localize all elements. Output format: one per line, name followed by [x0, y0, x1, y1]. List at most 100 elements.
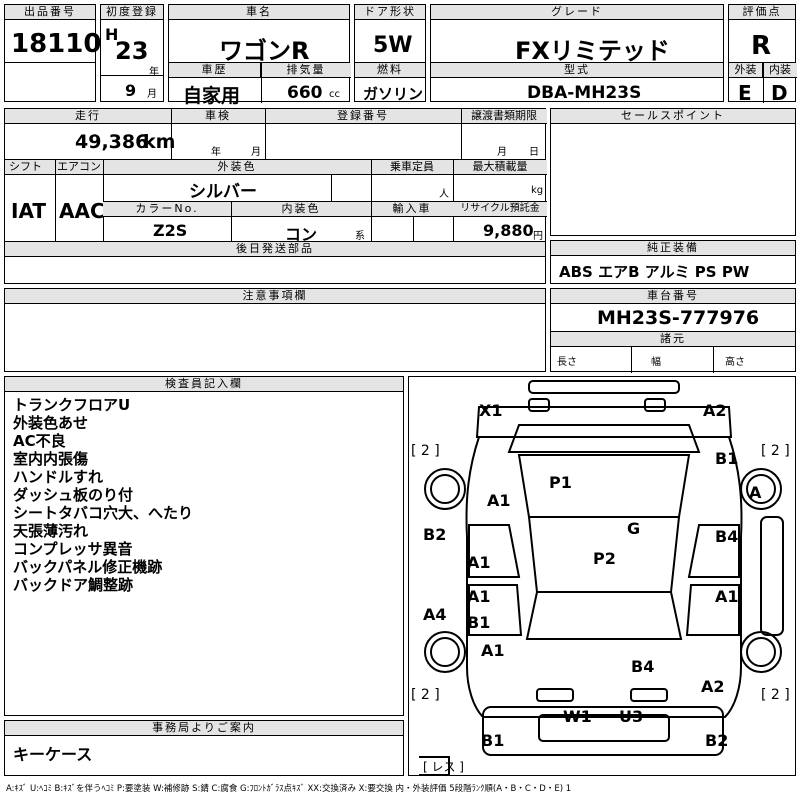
grade-label: グレード [431, 5, 723, 20]
spare-tire-note: [ レス ] [423, 760, 464, 774]
transfer-label: 譲渡書類期限 [461, 109, 547, 124]
fuel-label: 燃料 [355, 63, 425, 78]
lot-number-cell: 出品番号 18110 [4, 4, 101, 102]
mark-a1-lower: A1 [467, 587, 491, 606]
color-no-label: カラーNo. [103, 202, 231, 217]
displacement-label: 排気量 [261, 63, 351, 78]
history-label: 車歴 [169, 63, 261, 78]
aircon: AAC [59, 199, 105, 223]
office-box: 事務局よりご案内 キーケース [4, 720, 404, 776]
mileage: 49,386 [75, 131, 149, 153]
max-load-label: 最大積載量 [453, 160, 547, 175]
mark-b4-right: B4 [715, 527, 739, 546]
genuine-equipment-label: 純正装備 [551, 241, 795, 256]
mark-a1-rear: A1 [481, 641, 505, 660]
car-name-cell: 車名 ワゴンR 車歴 排気量 自家用 660 cc [168, 4, 351, 107]
inspection-year: 年 [211, 147, 221, 158]
lot-number: 18110 [11, 29, 102, 59]
door-type-cell: ドア形状 5W 燃料 ガソリン [354, 4, 426, 103]
later-parts-label: 後日発送部品 [5, 242, 545, 257]
details-block: 走行 車検 登録番号 譲渡書類期限 49,386 km 年 月 月 日 シフト … [4, 108, 547, 284]
mark-a4: A4 [423, 605, 447, 624]
mark-w1: W1 [563, 707, 592, 726]
grade: FXリミテッド [515, 37, 670, 65]
mileage-label: 走行 [5, 109, 171, 124]
height-label: 高さ [725, 357, 745, 368]
mark-b1-right: B1 [715, 449, 739, 468]
shift-label: シフト [5, 160, 55, 175]
sales-point-box: セールスポイント [550, 108, 796, 236]
interior-label: 内装 [763, 63, 797, 78]
interior-score: D [771, 81, 788, 105]
model: DBA-MH23S [527, 83, 642, 103]
mark-a1-left: A1 [487, 491, 511, 510]
recycle-amount: 9,880 [483, 221, 534, 240]
office-text: キーケース [13, 745, 93, 764]
inspector-note: コンプレッサ異音 [13, 540, 133, 558]
tire-rear-left: [ 2 ] [411, 687, 440, 703]
grade-cell: グレード FXリミテッド 型式 DBA-MH23S [430, 4, 724, 103]
score: R [751, 31, 772, 61]
aircon-label: エアコン [55, 160, 103, 175]
mark-p1: P1 [549, 473, 572, 492]
shift: IAT [11, 199, 47, 223]
transfer-month: 月 [497, 147, 507, 158]
registration-year: 23 [115, 37, 149, 65]
mark-g: G [627, 519, 641, 538]
mark-b1-bottom: B1 [481, 731, 505, 750]
sales-point-label: セールスポイント [551, 109, 795, 124]
mark-b1-lower: B1 [467, 613, 491, 632]
inspector-note: AC不良 [13, 432, 66, 450]
exterior-score: E [738, 81, 752, 105]
width-label: 幅 [651, 357, 661, 368]
displacement: 660 [287, 83, 323, 103]
max-load-unit: kg [531, 185, 544, 196]
ext-color-label: 外装色 [103, 160, 371, 175]
inspection-label: 車検 [171, 109, 265, 124]
inspector-note: 天張薄汚れ [13, 522, 89, 540]
office-label: 事務局よりご案内 [5, 721, 403, 736]
inspector-note: ダッシュ板のり付 [13, 486, 134, 504]
inspector-note: ハンドルすれ [13, 468, 104, 486]
caution-label: 注意事項欄 [5, 289, 545, 304]
door-type-label: ドア形状 [355, 5, 425, 20]
transfer-day: 日 [529, 147, 539, 158]
int-color: コン [285, 225, 318, 244]
inspector-note: バックドア鯛整跡 [13, 576, 134, 594]
inspector-note: 室内内張傷 [13, 450, 89, 468]
recycle-unit: 円 [533, 231, 543, 242]
inspector-note: シートタバコ穴大、へたり [13, 504, 194, 522]
exterior-label: 外装 [729, 63, 763, 78]
int-color-label: 内装色 [231, 202, 371, 217]
recycle-label: リサイクル預託金 [453, 202, 547, 217]
legend-footer: A:ｷｽﾞ U:ﾍｺﾐ B:ｷｽﾞを伴うﾍｺﾐ P:要塗装 W:補修跡 S:錆 … [6, 784, 572, 794]
lot-number-label: 出品番号 [5, 5, 95, 20]
registration-month: 9 [125, 81, 137, 100]
mark-x1: X1 [479, 401, 503, 420]
ext-color: シルバー [189, 182, 257, 202]
score-label: 評価点 [729, 5, 795, 20]
displacement-unit: cc [329, 89, 340, 100]
first-registration-label: 初度登録 [101, 5, 163, 20]
chassis-number: MH23S-777976 [597, 307, 760, 329]
mark-a1-right: A1 [715, 587, 739, 606]
mark-a-right: A [749, 483, 762, 502]
tire-front-right: [ 2 ] [761, 443, 790, 459]
door-type: 5W [373, 33, 413, 58]
length-label: 長さ [557, 357, 577, 368]
mark-b2-bottom: B2 [705, 731, 729, 750]
car-name-label: 車名 [169, 5, 349, 20]
reg-no-label: 登録番号 [265, 109, 461, 124]
tire-rear-right: [ 2 ] [761, 687, 790, 703]
damage-diagram: X1 A2 [ 2 ] [ 2 ] B1 P1 A A1 G B2 B4 P2 … [408, 376, 796, 776]
import-label: 輸入車 [371, 202, 453, 217]
inspector-note: 外装色あせ [13, 414, 89, 432]
genuine-equipment-items: ABS エアB アルミ PS PW [559, 263, 750, 281]
month-unit: 月 [147, 89, 157, 100]
caution-box: 注意事項欄 [4, 288, 546, 372]
tire-front-left: [ 2 ] [411, 443, 440, 459]
score-cell: 評価点 R 外装 内装 E D [728, 4, 797, 105]
mark-b2-left: B2 [423, 525, 447, 544]
fuel: ガソリン [363, 85, 424, 103]
